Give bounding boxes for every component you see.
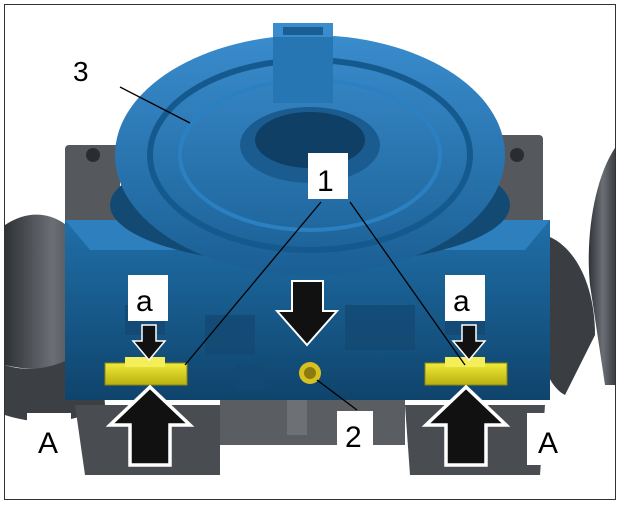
label-a-left: a [136,285,153,318]
label-a-right: a [453,285,470,318]
push-down-arrow-icon [274,280,340,347]
label-A-right: A [538,427,558,460]
leader-line-1-left [184,201,322,366]
base-housing [220,400,405,445]
push-down-arrow-icon-left-a [131,324,167,362]
push-up-arrow-icon-left [105,384,195,467]
callout-1: 1 [317,165,334,198]
figure-frame: 3 1 2 a a A A [4,4,616,500]
push-up-arrow-icon-right [421,384,511,467]
leader-line-3 [119,86,191,124]
callout-2: 2 [345,421,362,454]
leader-line-1-right [349,201,466,366]
label-A-left: A [38,427,58,460]
leader-line-2 [316,379,358,411]
push-down-arrow-icon-right-a [451,324,487,362]
clockspring-illustration: 3 1 2 a a A A [5,23,615,475]
callout-3: 3 [73,56,89,87]
